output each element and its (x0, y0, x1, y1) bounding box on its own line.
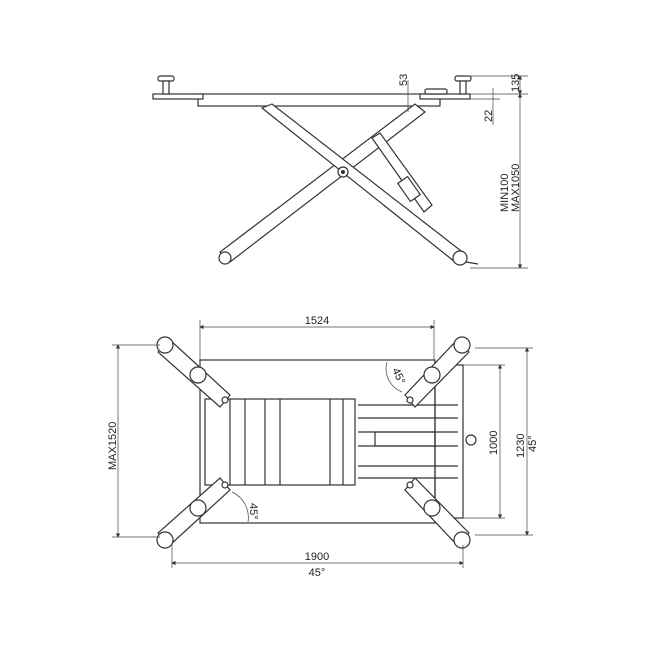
dim-max-width: MAX1520 (107, 422, 119, 470)
end-frame (434, 364, 464, 519)
dim-22: 22 (483, 110, 495, 122)
dim-1230-angle: 45° (527, 435, 539, 452)
left-pad-mushroom (157, 75, 175, 95)
arm-bottom-left (156, 477, 231, 549)
angle-top-right: 45° (389, 366, 407, 386)
left-arm-pad-plate (152, 93, 204, 100)
dim-max-height: MAX1050 (510, 164, 522, 212)
dim-1900-angle: 45° (309, 567, 326, 579)
right-arm-pad-plate (419, 93, 471, 100)
dim-53: 53 (398, 74, 410, 86)
lift-arms (156, 336, 471, 549)
side-view: 53 22 135 MIN100 MAX1050 (152, 74, 528, 269)
mechanism (358, 404, 477, 479)
dim-min-height: MIN100 (499, 173, 511, 212)
top-view: 45° 45° 1524 1900 45° MAX1520 1000 1230 … (107, 315, 539, 579)
arm-top-left (156, 336, 231, 408)
right-pad-mushroom (454, 75, 472, 95)
dim-1900: 1900 (305, 551, 329, 563)
dim-135: 135 (510, 74, 522, 92)
arm-top-right (404, 336, 471, 408)
platform (197, 93, 441, 107)
dim-1230: 1230 (515, 434, 527, 458)
scissor-arms (218, 103, 479, 266)
right-foot-roller (452, 250, 468, 266)
left-foot-roller (218, 251, 232, 265)
dim-1524: 1524 (305, 315, 329, 327)
angle-bottom-left: 45° (247, 503, 259, 520)
dim-1000: 1000 (488, 431, 500, 455)
arm-bottom-right (404, 477, 471, 549)
